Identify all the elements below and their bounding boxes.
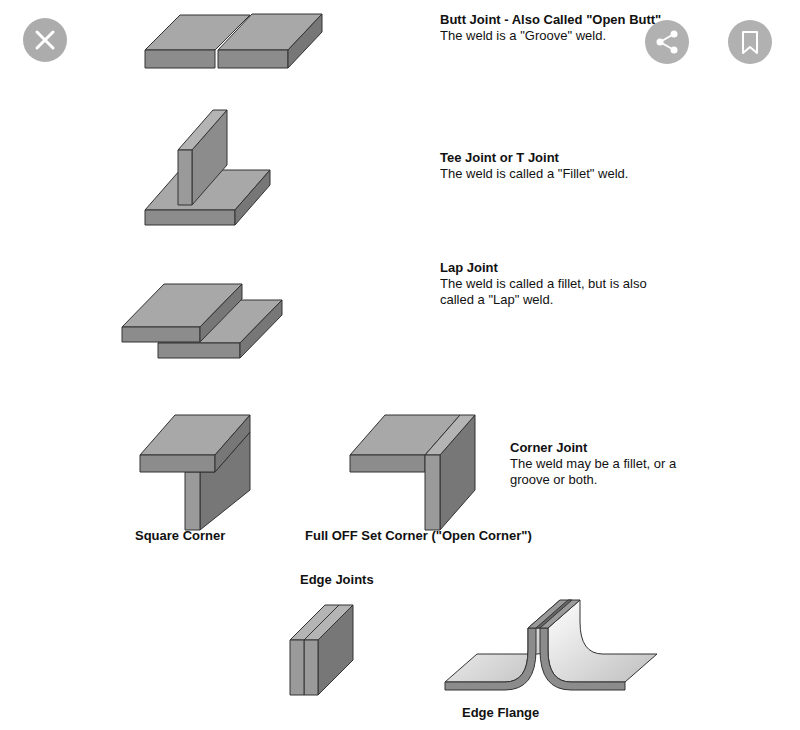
- joint-heading: Tee Joint or T Joint: [440, 150, 559, 166]
- figure-caption: Edge Flange: [462, 705, 539, 721]
- weld-note: The weld is a "Groove" weld.: [440, 28, 606, 44]
- weld-note: The weld is called a "Fillet" weld.: [440, 166, 628, 182]
- joint-heading: Butt Joint - Also Called "Open Butt": [440, 12, 661, 28]
- joint-heading: Lap Joint: [440, 260, 498, 276]
- edge-flange-figure: [445, 600, 657, 690]
- butt-joint-figure: [145, 14, 322, 68]
- lap-joint-figure: [122, 284, 282, 358]
- bookmark-button: [728, 20, 772, 64]
- weld-note: The weld may be a fillet, or a groove or…: [510, 456, 680, 488]
- section-heading: Edge Joints: [300, 572, 374, 588]
- close-button: [23, 18, 67, 62]
- figure-caption: Square Corner: [135, 528, 225, 544]
- open-corner-figure: [350, 415, 475, 530]
- weld-note: The weld is called a fillet, but is also…: [440, 276, 650, 308]
- figure-caption: Full OFF Set Corner ("Open Corner"): [305, 528, 532, 544]
- joint-heading: Corner Joint: [510, 440, 587, 456]
- square-corner-figure: [140, 415, 250, 530]
- edge-joint-figure: [290, 605, 353, 695]
- tee-joint-figure: [145, 110, 270, 225]
